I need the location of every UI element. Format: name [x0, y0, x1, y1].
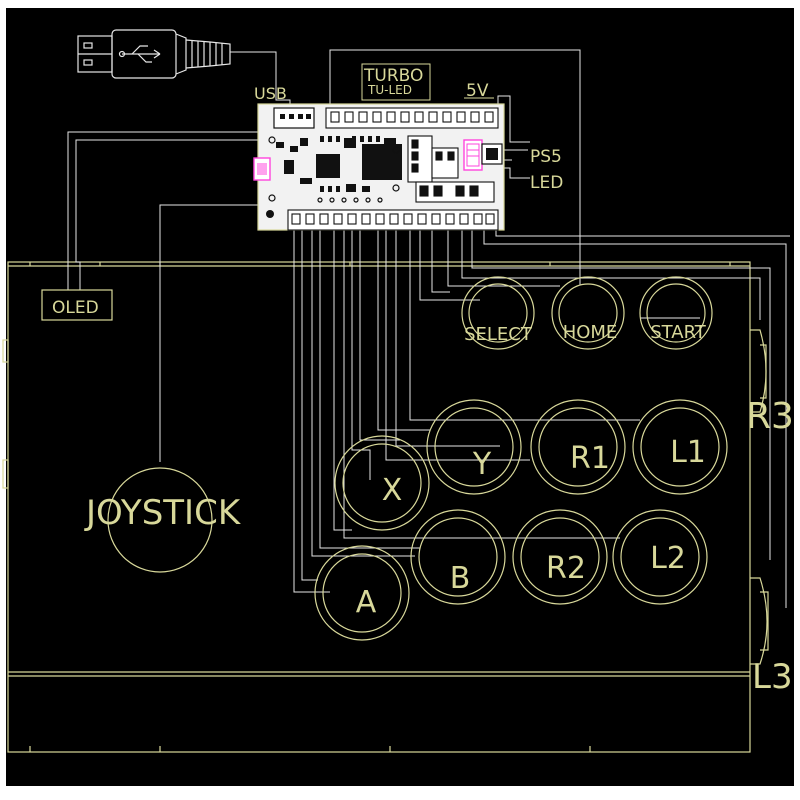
l1-button: L1	[632, 399, 728, 495]
start-button: START	[639, 276, 713, 350]
bottom-header-row	[287, 209, 499, 231]
b-button-label: B	[450, 561, 471, 596]
oled-module	[41, 289, 113, 321]
select-button-label: SELECT	[464, 324, 533, 345]
r3-label: R3	[746, 396, 794, 437]
5v-label: 5V	[466, 81, 489, 101]
ps5-switch-icon	[463, 139, 503, 171]
r2-button: R2	[512, 509, 608, 605]
home-button-label: HOME	[563, 322, 618, 343]
usb-symbol-icon	[118, 45, 161, 63]
buttons: SELECT HOME START Y R1 L1 X B	[314, 276, 728, 641]
b-button: B	[410, 509, 506, 605]
r2-button-label: R2	[546, 551, 586, 586]
tu-led-label: TU-LED	[367, 83, 412, 97]
usb-plug-icon	[77, 29, 231, 79]
l2-button-label: L2	[650, 541, 686, 576]
x-button: X	[334, 435, 430, 531]
l3-label: L3	[752, 657, 793, 697]
home-button: HOME	[551, 276, 625, 350]
start-button-label: START	[650, 322, 707, 343]
y-button-label: Y	[472, 447, 492, 482]
ps5-label: PS5	[530, 147, 562, 167]
y-button: Y	[426, 399, 522, 495]
oled-label: OLED	[52, 298, 99, 318]
pcb-board	[253, 103, 505, 231]
joystick-base	[107, 467, 213, 573]
r1-button-label: R1	[570, 441, 610, 476]
wiring	[67, 49, 790, 608]
a-button-label: A	[356, 585, 377, 620]
usb-label: USB	[254, 84, 287, 103]
top-header-row	[325, 107, 499, 129]
joystick-label: JOYSTICK	[84, 493, 242, 533]
l1-button-label: L1	[670, 435, 706, 470]
turbo-label-box	[361, 63, 431, 101]
r1-button: R1	[530, 399, 626, 495]
led-label: LED	[530, 173, 563, 193]
select-button: SELECT	[461, 276, 535, 350]
x-button-label: X	[382, 473, 403, 508]
turbo-label: TURBO	[363, 66, 423, 86]
mode-switch-icon	[253, 157, 271, 181]
a-button: A	[314, 545, 410, 641]
l2-button: L2	[612, 509, 708, 605]
